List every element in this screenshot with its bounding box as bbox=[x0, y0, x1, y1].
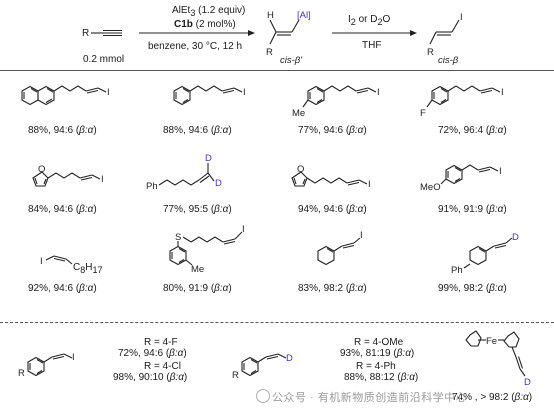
caption-r1-1: 88%, 94:6 (β:α) bbox=[28, 125, 97, 136]
svg-text:I: I bbox=[243, 87, 246, 98]
caption-r2-1: 84%, 94:6 (β:α) bbox=[28, 204, 97, 215]
arrow-1 bbox=[139, 30, 255, 36]
solvent-2: THF bbox=[362, 40, 382, 51]
svg-text:R: R bbox=[266, 47, 273, 58]
watermark-text: 公众号 · 有机新物质创造前沿科学中心 bbox=[272, 392, 468, 404]
svg-text:I: I bbox=[501, 87, 504, 98]
bottom-b-r2: R = 4-Ph bbox=[356, 361, 396, 372]
bottom-a-y1: 72%, 94:6 (β:α) bbox=[118, 348, 187, 359]
caption-r1-3: 77%, 94:6 (β:α) bbox=[298, 125, 367, 136]
reagent1: AlEt3 (1.2 equiv) bbox=[172, 5, 246, 18]
c8h17-label: C8H17 bbox=[73, 262, 103, 275]
svg-text:Me: Me bbox=[191, 264, 204, 275]
conditions-1: benzene, 30 °C, 12 h bbox=[148, 41, 243, 52]
svg-text:MeO: MeO bbox=[420, 182, 441, 193]
svg-text:H: H bbox=[267, 10, 274, 21]
wechat-icon bbox=[256, 389, 270, 403]
svg-text:D: D bbox=[286, 353, 293, 364]
caption-r2-4: 91%, 91:9 (β:α) bbox=[438, 204, 507, 215]
bottom-b-r1: R = 4-OMe bbox=[354, 337, 404, 348]
svg-text:R: R bbox=[427, 47, 434, 58]
bottom-b-y1: 93%, 81:19 (β:α) bbox=[340, 348, 415, 359]
svg-text:D: D bbox=[205, 153, 212, 164]
start-r-label: R bbox=[82, 28, 90, 39]
separator-top bbox=[0, 70, 554, 71]
intermediate-label: cis-β' bbox=[280, 55, 303, 66]
bottom-a-r1: R = 4-F bbox=[144, 337, 178, 348]
caption-r3-4: 99%, 98:2 (β:α) bbox=[438, 283, 507, 294]
caption-r2-3: 94%, 94:6 (β:α) bbox=[298, 204, 367, 215]
svg-text:I: I bbox=[377, 87, 380, 98]
svg-text:I: I bbox=[360, 230, 363, 241]
svg-text:I: I bbox=[101, 174, 104, 185]
caption-r1-4: 72%, 96:4 (β:α) bbox=[438, 125, 507, 136]
bottom-b-y2: 88%, 88:12 (β:α) bbox=[344, 372, 419, 383]
catalyst: C1b (2 mol%) bbox=[174, 19, 236, 30]
svg-text:Ph: Ph bbox=[146, 181, 158, 192]
svg-text:D: D bbox=[215, 178, 222, 189]
caption-r3-2: 80%, 91:9 (β:α) bbox=[163, 283, 232, 294]
svg-text:Fe: Fe bbox=[486, 336, 497, 347]
svg-text:Ph: Ph bbox=[451, 265, 463, 276]
caption-r3-3: 83%, 98:2 (β:α) bbox=[298, 283, 367, 294]
svg-text:[Al]: [Al] bbox=[297, 10, 311, 21]
start-amount: 0.2 mmol bbox=[83, 54, 125, 65]
svg-text:D: D bbox=[524, 377, 531, 388]
svg-text:I: I bbox=[460, 12, 463, 23]
svg-text:O: O bbox=[297, 164, 304, 175]
bottom-a-r2: R = 4-Cl bbox=[144, 361, 181, 372]
svg-text:I: I bbox=[499, 166, 502, 177]
start-alkyne bbox=[91, 29, 122, 37]
svg-text:I: I bbox=[107, 87, 110, 98]
reagent2: I2 or D2O bbox=[348, 14, 391, 27]
caption-r1-2: 88%, 94:6 (β:α) bbox=[163, 125, 232, 136]
svg-text:S: S bbox=[175, 232, 181, 243]
svg-text:I: I bbox=[368, 179, 371, 190]
product-structure: I R bbox=[427, 12, 463, 58]
svg-text:R: R bbox=[232, 370, 239, 381]
caption-r3-1: 92%, 94:6 (β:α) bbox=[28, 283, 97, 294]
intermediate-structure: H [Al] R bbox=[266, 10, 311, 58]
svg-text:R: R bbox=[18, 368, 25, 379]
bottom-a-y2: 98%, 90:10 (β:α) bbox=[113, 372, 188, 383]
svg-text:D: D bbox=[512, 232, 519, 243]
separator-dashed bbox=[0, 322, 554, 323]
svg-text:O: O bbox=[38, 164, 45, 175]
product-label: cis-β bbox=[438, 55, 459, 66]
svg-text:F: F bbox=[420, 108, 426, 119]
svg-text:I: I bbox=[242, 224, 245, 235]
bottom-c-y: 74% , > 98:2 (β:α) bbox=[452, 392, 533, 403]
svg-text:I: I bbox=[72, 352, 75, 363]
caption-r2-2: 77%, 95:5 (β:α) bbox=[163, 204, 232, 215]
svg-text:Me: Me bbox=[292, 108, 305, 119]
svg-text:I: I bbox=[40, 256, 43, 267]
arrow-2 bbox=[332, 30, 417, 36]
